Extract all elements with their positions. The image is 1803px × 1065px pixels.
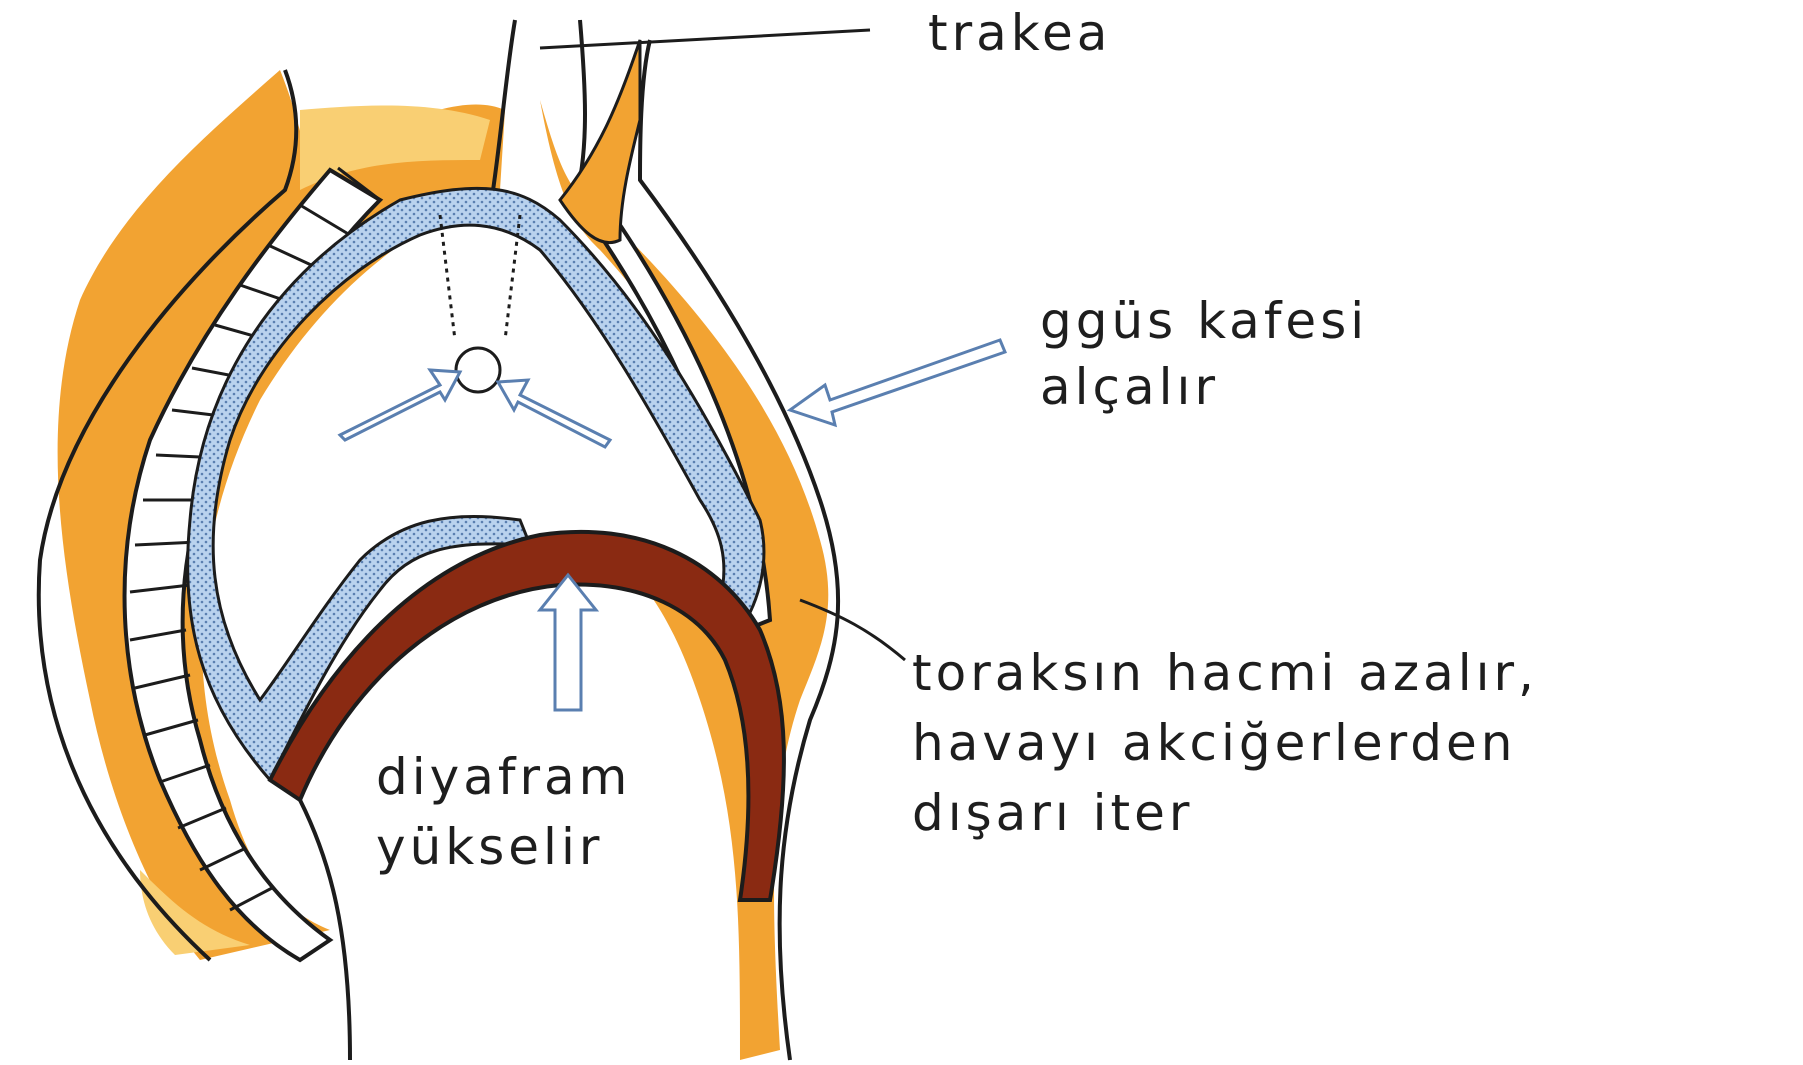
trakea-pointer-line bbox=[540, 30, 870, 48]
label-toraks-line1: toraksın hacmi azalır, bbox=[912, 648, 1538, 698]
diaphragm-arrow-icon bbox=[540, 575, 596, 710]
label-toraks-line3: dışarı iter bbox=[912, 788, 1193, 838]
bronchus-arrow-icon bbox=[340, 370, 460, 440]
label-gogus-kafesi: ggüs kafesi bbox=[1040, 296, 1368, 346]
label-toraks-line2: havayı akciğerlerden bbox=[912, 718, 1517, 768]
label-diyafram: diyafram bbox=[376, 752, 631, 802]
chest-arrow-icon bbox=[790, 340, 1005, 425]
label-alcalir: alçalır bbox=[1040, 362, 1219, 412]
label-yukselir: yükselir bbox=[376, 822, 603, 872]
label-trakea: trakea bbox=[928, 8, 1111, 58]
